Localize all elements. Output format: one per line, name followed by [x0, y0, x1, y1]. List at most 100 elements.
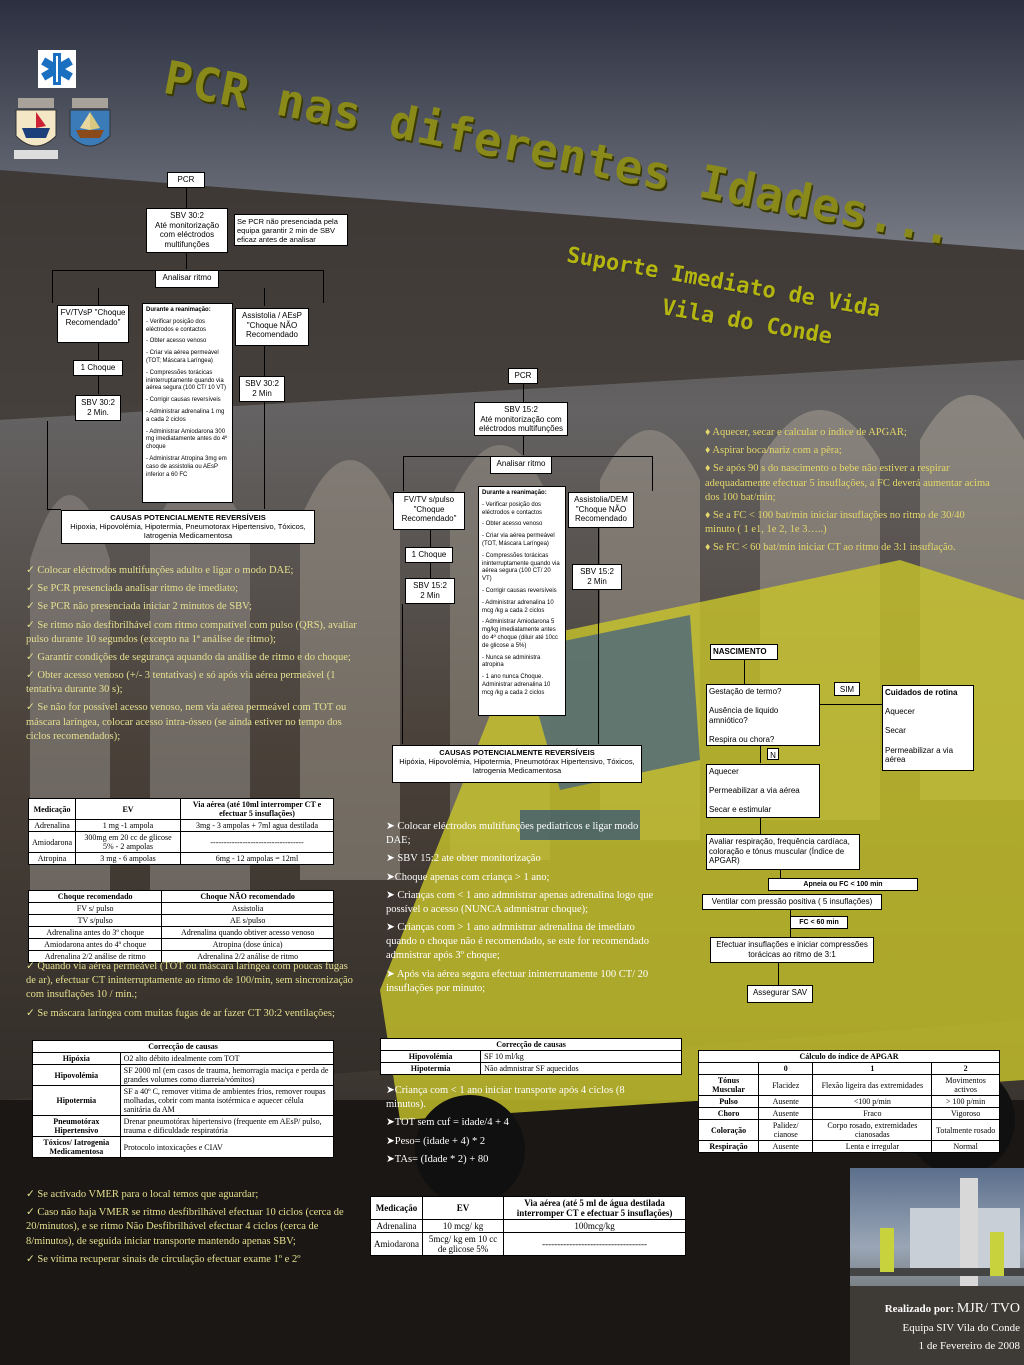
- adult-bullet: ✓ Obter acesso venoso (+/- 3 tentativas)…: [26, 670, 336, 696]
- table-cell: FV s/ pulso: [27, 902, 163, 915]
- table-row: Amiodarona 300mg em 20 cc de glicose 5% …: [28, 831, 334, 853]
- neo-aquecer-item: Secar e estimular: [709, 805, 772, 815]
- neo-questions-box: Gestação de termo? Ausência de liquido a…: [706, 684, 820, 746]
- poster-subtitle: Suporte Imediato de Vida Vila do Conde: [558, 238, 883, 363]
- choque-table: Choque recomendado Choque NÃO recomendad…: [27, 890, 334, 963]
- table-cell: <100 p/min: [812, 1095, 933, 1108]
- table-cell: 6mg - 12 ampolas = 12ml: [180, 852, 334, 865]
- peds-causas-box: CAUSAS POTENCIALMENTE REVERSÍVEIS Hipóxi…: [392, 745, 642, 783]
- peds-causas-title: CAUSAS POTENCIALMENTE REVERSÍVEIS: [439, 748, 595, 757]
- table-cell: Ausente: [758, 1095, 814, 1108]
- peds-reanimacao-item: - Verificar posição dos eléctrodos e con…: [482, 501, 543, 516]
- neo-question: Ausência de liquido amniótico?: [709, 706, 779, 725]
- adult-bullet: ✓ Se PCR não presenciada iniciar 2 minut…: [26, 601, 252, 613]
- table-header: [697, 1062, 760, 1075]
- table-cell: SF 10 ml/kg: [480, 1050, 682, 1063]
- peds-medication-table: Medicação EV Via aérea (até 5 ml de água…: [370, 1196, 686, 1256]
- peds-bullet: ➤ Crianças com < 1 ano admnistrar apenas…: [386, 889, 654, 915]
- table-cell: Lenta e irregular: [812, 1140, 933, 1153]
- adult-bullet: ✓ Colocar eléctrodos multifunções adulto…: [26, 565, 294, 576]
- adult-reanimacao-item: - Criar via aérea permeável (TOT; Máscar…: [146, 350, 219, 364]
- table-cell: Protocolo intoxicações e CIAV: [119, 1136, 335, 1158]
- peds-analisar-box: Analisar ritmo: [490, 456, 552, 474]
- table-cell: Tóxicos/ Iatrogenia Medicamentosa: [32, 1136, 121, 1158]
- table-cell: Assistolia: [161, 902, 334, 915]
- adult-reanimacao-item: - Administrar Amiodarona 300 mg imediata…: [146, 428, 228, 451]
- table-cell: Hipovolémia: [379, 1050, 482, 1063]
- peds-bullet: ➤ Após via aérea segura efectuar ininter…: [386, 968, 649, 994]
- table-cell: 3mg - 3 ampolas + 7ml agua destilada: [180, 819, 334, 832]
- table-header: Choque NÃO recomendado: [161, 890, 334, 903]
- table-cell: -----------------------------------: [503, 1232, 686, 1256]
- neo-nao-label: N: [767, 748, 779, 760]
- table-cell: Choro: [697, 1107, 760, 1120]
- adult-bullets-3: ✓ Se activado VMER para o local temos qu…: [26, 1188, 358, 1271]
- neo-question: Gestação de termo?: [709, 687, 782, 696]
- table-cell: Coloração: [697, 1119, 760, 1141]
- peds-bullets-2: ➤Criança com < 1 ano iniciar transporte …: [386, 1084, 662, 1171]
- table-cell: -----------------------------------: [180, 831, 334, 853]
- peds-reanimacao-item: - Obter acesso venoso: [482, 521, 543, 528]
- neo-efectuar-box: Efectuar insuflações e iniciar compressõ…: [710, 937, 874, 963]
- adult-bullet: ✓ Quando via aérea permeável (TOT ou más…: [26, 961, 353, 1001]
- table-cell: Amiodarona: [370, 1232, 423, 1256]
- neonatal-bullet: ♦ Se a FC < 100 bat/min iniciar insuflaç…: [705, 509, 965, 536]
- table-cell: > 100 p/min: [931, 1095, 1000, 1108]
- table-header: 1: [812, 1062, 933, 1075]
- table-header: Medicação: [28, 798, 76, 820]
- table-cell: Normal: [931, 1140, 1000, 1153]
- adult-reanimacao-item: - Administrar adrenalina 1 mg a cada 2 c…: [146, 408, 225, 423]
- peds-choque-box: 1 Choque: [405, 547, 453, 563]
- peds-bullet: ➤Peso= (idade + 4) * 2: [386, 1135, 486, 1147]
- adult-causas-text: Hipoxia, Hipovolémia, Hipotermia, Pneumo…: [70, 522, 306, 540]
- peds-reanimacao-item: - Compressões torácicas ininterruptament…: [482, 552, 560, 583]
- peds-reanimacao-item: - Nunca se administra atropina: [482, 654, 541, 669]
- table-row: Adrenalina 1 mg -1 ampola 3mg - 3 ampola…: [28, 819, 334, 832]
- table-cell: Hipóxia: [32, 1052, 121, 1065]
- table-cell: Hipovolémia: [32, 1064, 121, 1086]
- table-cell: Respiração: [697, 1140, 760, 1153]
- table-cell: Vigoroso: [931, 1107, 1000, 1120]
- table-title: Correcção de causas: [380, 1038, 682, 1051]
- adult-sbv2-box: SBV 30:2 2 Min.: [75, 395, 121, 421]
- table-cell: SF 2000 ml (em casos de trauma, hemorrag…: [119, 1064, 335, 1086]
- table-cell: Hipotermia: [32, 1085, 121, 1116]
- table-header: Medicação: [370, 1196, 423, 1220]
- table-cell: Adrenalina 2/2 análise de ritmo: [27, 950, 163, 963]
- neo-ventilar-box: Ventilar com pressão positiva ( 5 insufl…: [702, 894, 882, 910]
- table-header: Choque recomendado: [27, 890, 163, 903]
- neo-cuidados-item: Aquecer: [885, 707, 915, 717]
- neo-assegurar-box: Assegurar SAV: [747, 985, 813, 1003]
- table-cell: 10 mcg/ kg: [421, 1219, 505, 1233]
- table-header: 2: [931, 1062, 1000, 1075]
- star-of-life-icon: [38, 50, 76, 88]
- peds-causas-text: Hipóxia, Hipovolémia, Hipotermia, Pneumo…: [399, 757, 635, 775]
- table-row: Amiodarona 5mcg/ kg em 10 cc de glicose …: [370, 1232, 686, 1256]
- table-header: Via aérea (até 10ml interromper CT e efe…: [180, 798, 334, 820]
- table-title: Cálculo do índice de APGAR: [698, 1050, 1000, 1063]
- table-cell: Amiodarona antes do 4º choque: [27, 938, 163, 951]
- table-cell: Tónus Muscular: [697, 1074, 760, 1096]
- adult-bullet: ✓ Se PCR presenciada analisar ritmo de i…: [26, 583, 239, 595]
- table-cell: Pulso: [697, 1095, 760, 1108]
- neo-question: Respira ou chora?: [709, 734, 775, 744]
- neonatal-bullets: ♦ Aquecer, secar e calcular o índice de …: [705, 426, 995, 559]
- peds-bullet: ➤ SBV 15:2 ate obter monitorização: [386, 853, 541, 865]
- equipa-text: Equipa SIV Vila do Conde: [902, 1322, 1020, 1335]
- realizado-label: Realizado por:: [884, 1303, 955, 1315]
- neo-nascimento-box: NASCIMENTO: [710, 644, 778, 660]
- adult-note-box: Se PCR não presenciada pela equipa garan…: [234, 214, 348, 246]
- table-row: Adrenalina 10 mcg/ kg 100mcg/kg: [370, 1219, 686, 1233]
- table-cell: Ausente: [758, 1140, 814, 1153]
- table-cell: SF a 40º C, remover vitima de ambientes …: [119, 1085, 335, 1116]
